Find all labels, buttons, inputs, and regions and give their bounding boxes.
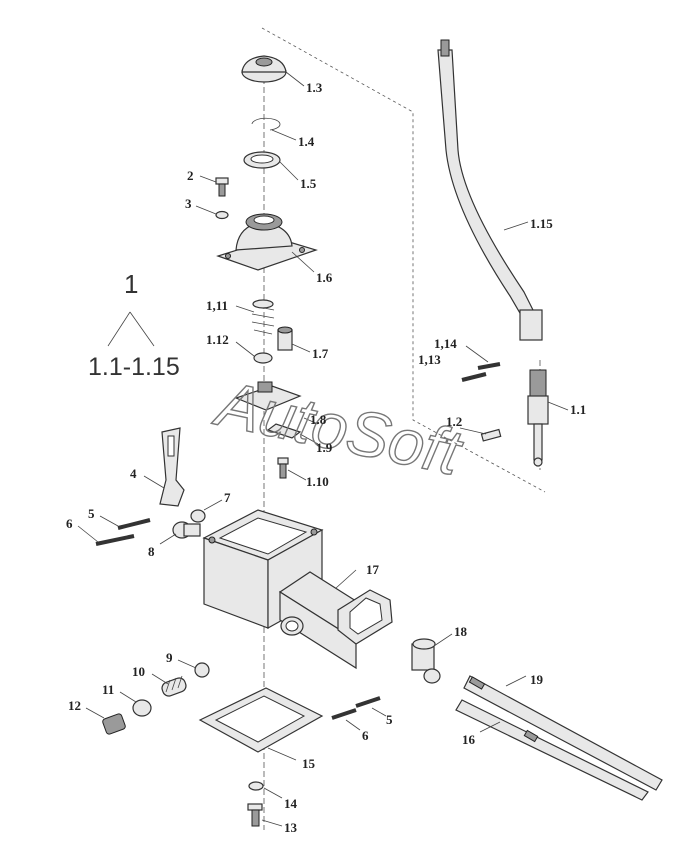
part-nut-11	[132, 699, 152, 717]
part-plug-8	[172, 521, 201, 539]
part-pin-1-2	[480, 428, 502, 442]
label-7: 7	[224, 490, 231, 505]
label-1-9: 1.9	[316, 440, 333, 455]
part-base-plate-1-8	[234, 381, 302, 411]
part-washer-14	[248, 781, 264, 791]
label-3: 3	[185, 196, 192, 211]
part-boot-cap	[241, 55, 287, 83]
part-ring	[243, 151, 281, 169]
part-pin-5b	[355, 696, 381, 708]
part-rod-16	[455, 699, 649, 801]
label-16: 16	[462, 732, 476, 747]
part-pin-1-13	[461, 372, 487, 382]
label-1-4: 1.4	[298, 134, 315, 149]
part-washer-3	[215, 210, 229, 220]
part-extension-tube-17	[278, 571, 393, 670]
part-pin-6b	[331, 708, 357, 720]
label-2: 2	[187, 168, 194, 183]
part-gear-lever-1-15	[437, 39, 543, 341]
leader-lines	[77, 71, 569, 827]
label-1-13: 1,13	[418, 352, 441, 367]
group-label: 1	[124, 269, 138, 299]
label-1-8: 1.8	[310, 412, 327, 427]
part-bolt-13	[247, 803, 263, 827]
label-6-upper: 6	[66, 516, 73, 531]
label-18: 18	[454, 624, 468, 639]
label-11: 11	[102, 682, 114, 697]
label-4: 4	[130, 466, 137, 481]
part-rod-19	[463, 675, 663, 791]
label-19: 19	[530, 672, 544, 687]
label-1-7: 1.7	[312, 346, 329, 361]
label-9: 9	[166, 650, 173, 665]
part-bolt-2	[215, 177, 229, 197]
part-pin-1-14	[477, 362, 501, 370]
part-upper-housing	[216, 213, 318, 271]
part-pin-6a	[95, 534, 135, 546]
watermark-text: AutoSoft	[208, 366, 469, 489]
label-8: 8	[148, 544, 155, 559]
label-1-12: 1.12	[206, 332, 229, 347]
part-selector-arm-4	[159, 427, 185, 507]
label-14: 14	[284, 796, 298, 811]
label-1-1: 1.1	[570, 402, 586, 417]
part-spring-1-11	[251, 299, 275, 335]
label-1-14: 1,14	[434, 336, 457, 351]
part-cover-plate-15	[198, 687, 324, 753]
label-1-2: 1.2	[446, 414, 462, 429]
label-5-lower: 5	[386, 712, 393, 727]
part-bushing-7	[190, 509, 206, 523]
assembly-guide-frame	[261, 27, 546, 493]
part-ball-9	[194, 662, 210, 678]
part-plug-12	[102, 713, 126, 735]
label-1-11: 1,11	[206, 298, 228, 313]
part-spring-10	[161, 675, 187, 697]
label-17: 17	[366, 562, 380, 577]
label-1-3: 1.3	[306, 80, 323, 95]
label-1-10: 1.10	[306, 474, 329, 489]
part-circlip	[251, 117, 281, 131]
label-6-lower: 6	[362, 728, 369, 743]
label-15: 15	[302, 756, 316, 771]
label-10: 10	[132, 664, 145, 679]
group-range-label: 1.1-1.15	[88, 353, 180, 381]
label-1-6: 1.6	[316, 270, 333, 285]
label-5-upper: 5	[88, 506, 95, 521]
label-13: 13	[284, 820, 298, 835]
part-sleeve-1-7	[277, 326, 293, 351]
part-bushing-1-12	[253, 352, 273, 364]
part-lock-plate-1-9	[266, 423, 302, 439]
part-screw-1-10	[277, 457, 289, 479]
part-joint-18	[411, 638, 441, 684]
part-lever-shaft-1-1	[527, 369, 549, 467]
label-12: 12	[68, 698, 81, 713]
label-1-5: 1.5	[300, 176, 317, 191]
part-pin-5a	[117, 518, 151, 530]
label-1-15: 1.15	[530, 216, 553, 231]
